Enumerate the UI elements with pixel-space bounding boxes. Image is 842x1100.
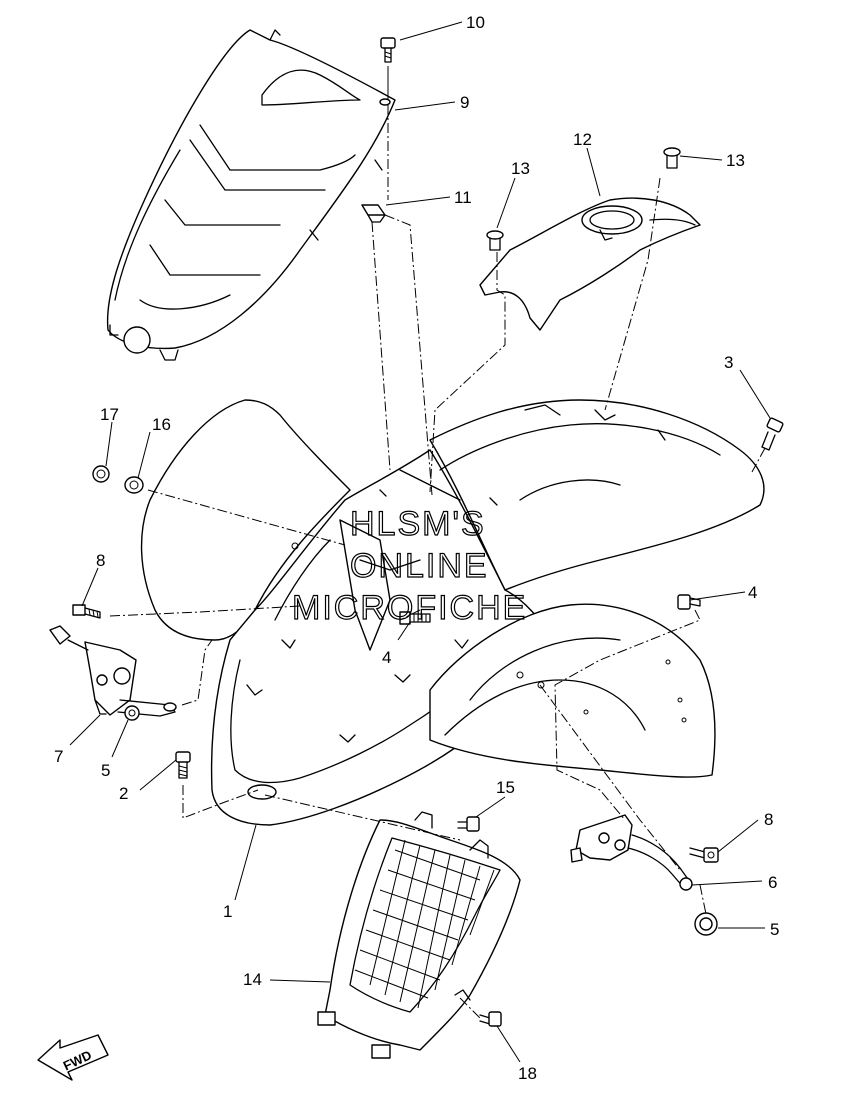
watermark: HLSM'S ONLINE MICROFICHE bbox=[291, 504, 527, 627]
callout-16: 16 bbox=[152, 415, 171, 434]
part-1-fender-right bbox=[429, 603, 716, 778]
callout-7: 7 bbox=[54, 747, 63, 766]
callout-13-a: 13 bbox=[511, 159, 530, 178]
part-8-bolt-left bbox=[72, 604, 101, 619]
watermark-line-1: HLSM'S bbox=[350, 505, 486, 543]
leader-lines bbox=[69, 21, 771, 1063]
part-10-bolt bbox=[379, 37, 396, 106]
callout-8-b: 8 bbox=[764, 810, 773, 829]
part-17-nut bbox=[92, 465, 110, 483]
part-12-panel bbox=[479, 197, 701, 331]
fwd-arrow: FWD bbox=[37, 1034, 109, 1081]
callout-17: 17 bbox=[100, 405, 119, 424]
part-18-screw bbox=[479, 1011, 502, 1027]
part-9-front-cover bbox=[106, 29, 396, 361]
part-4-bolt-center bbox=[399, 611, 431, 625]
part-4-bolt-right bbox=[677, 594, 701, 610]
callout-13-b: 13 bbox=[726, 151, 745, 170]
part-3-bolt bbox=[761, 417, 784, 451]
part-16-washer bbox=[124, 476, 144, 494]
part-5-nut-left bbox=[124, 705, 140, 721]
callout-6: 6 bbox=[768, 873, 777, 892]
callout-11: 11 bbox=[454, 188, 472, 207]
callout-15: 15 bbox=[496, 778, 515, 797]
watermark-line-3: MICROFICHE bbox=[292, 589, 527, 627]
callout-12: 12 bbox=[573, 130, 592, 149]
callout-5-b: 5 bbox=[770, 920, 779, 939]
part-5-nut-right bbox=[694, 912, 718, 936]
part-13-rivet-a bbox=[486, 230, 504, 251]
callout-4-b: 4 bbox=[382, 648, 391, 667]
callout-14: 14 bbox=[243, 970, 262, 989]
part-2-bolt bbox=[175, 751, 191, 779]
part-14-grille bbox=[317, 811, 521, 1059]
callout-10: 10 bbox=[466, 13, 485, 32]
part-6-bracket bbox=[570, 814, 693, 891]
callout-3: 3 bbox=[724, 353, 733, 372]
part-15-screw bbox=[457, 816, 480, 832]
callout-2: 2 bbox=[119, 784, 128, 803]
part-7-bracket bbox=[49, 625, 177, 717]
callout-1: 1 bbox=[223, 902, 232, 921]
watermark-line-2: ONLINE bbox=[350, 547, 489, 585]
callout-8-a: 8 bbox=[96, 551, 105, 570]
part-13-rivet-b bbox=[663, 147, 681, 169]
reference-lines bbox=[109, 105, 766, 1019]
callout-4-a: 4 bbox=[748, 583, 757, 602]
callout-18: 18 bbox=[518, 1064, 537, 1083]
part-11-clip bbox=[361, 204, 386, 223]
part-8-bolt-right bbox=[689, 847, 719, 863]
callout-9: 9 bbox=[460, 93, 469, 112]
callout-5-a: 5 bbox=[101, 761, 110, 780]
callout-labels: 10 9 11 12 13 13 3 17 16 8 4 4 7 5 2 15 … bbox=[54, 13, 779, 1083]
